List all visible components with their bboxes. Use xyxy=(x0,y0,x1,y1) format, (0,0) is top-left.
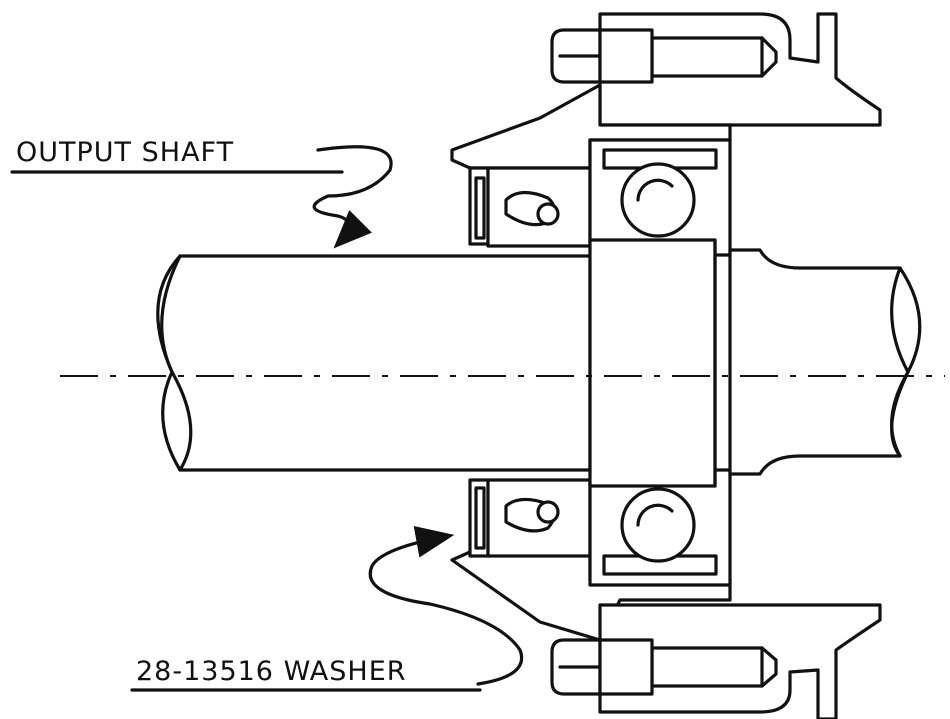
bottom-screw xyxy=(550,638,778,696)
output-shaft-callout: OUTPUT SHAFT xyxy=(10,137,393,249)
output-shaft-label: OUTPUT SHAFT xyxy=(16,137,234,168)
ball-bearing xyxy=(588,138,732,587)
washer-callout: 28-13516 WASHER xyxy=(130,525,524,692)
top-screw xyxy=(550,28,778,84)
top-bearing-ball xyxy=(620,162,696,238)
washer-label: 28-13516 WASHER xyxy=(136,656,407,687)
bottom-seal xyxy=(468,478,592,558)
washer-leader xyxy=(368,525,524,686)
bottom-bearing-ball xyxy=(620,487,696,563)
output-shaft xyxy=(156,238,922,488)
top-seal xyxy=(468,166,592,248)
output-shaft-leader xyxy=(312,145,393,249)
